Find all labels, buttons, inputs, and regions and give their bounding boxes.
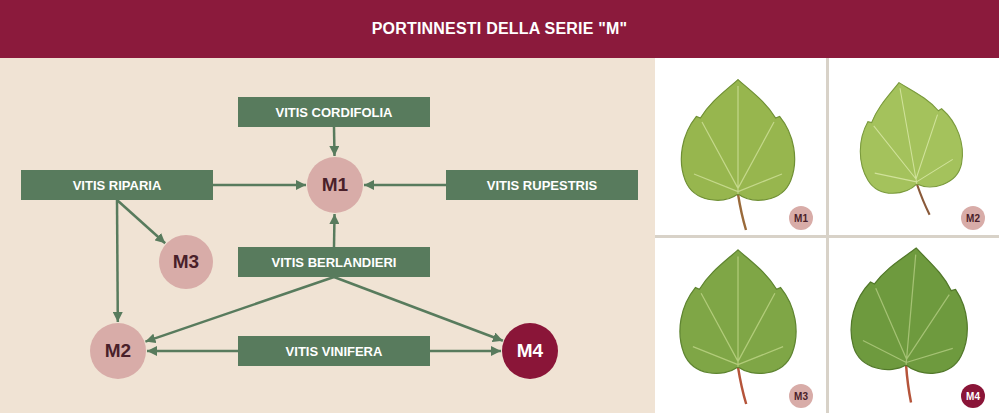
rootstock-label: M3 xyxy=(794,391,808,402)
cross-arrow xyxy=(333,127,336,156)
cross-arrow xyxy=(334,277,503,341)
circle-fill xyxy=(90,323,146,379)
cross-arrow xyxy=(145,277,334,342)
circle-fill xyxy=(307,157,363,213)
rootstock-label: M1 xyxy=(322,174,348,196)
leaf-m2 xyxy=(849,74,973,225)
title-bar: PORTINNESTI DELLA SERIE "M" xyxy=(0,0,999,58)
rootstock-circle: M1 xyxy=(307,157,363,213)
leaf-badge: M2 xyxy=(961,206,985,230)
species-box: VITIS RIPARIA xyxy=(21,170,213,200)
cross-arrow xyxy=(116,200,119,322)
rootstock-label: M3 xyxy=(173,251,199,273)
rootstock-label: M4 xyxy=(966,391,980,402)
photo-panel xyxy=(655,58,999,413)
leaf-badge: M3 xyxy=(789,384,813,408)
leaf-m1 xyxy=(681,80,794,230)
species-box: VITIS VINIFERA xyxy=(238,336,430,366)
species-name: VITIS CORDIFOLIA xyxy=(276,105,393,120)
leaf-m4 xyxy=(845,243,974,407)
circle-fill xyxy=(789,384,813,408)
cross-arrow xyxy=(364,184,446,187)
rootstock-label: M2 xyxy=(105,340,131,362)
species-name: VITIS RUPESTRIS xyxy=(487,178,598,193)
leaf-badge: M4 xyxy=(961,384,985,408)
rootstock-label: M2 xyxy=(966,213,980,224)
species-name: VITIS VINIFERA xyxy=(286,344,383,359)
rootstock-label: M4 xyxy=(517,340,543,362)
cross-arrow xyxy=(430,350,501,353)
circle-fill xyxy=(502,323,558,379)
circle-fill xyxy=(159,235,213,289)
species-box: VITIS RUPESTRIS xyxy=(446,170,638,200)
circle-fill xyxy=(961,384,985,408)
cross-arrow xyxy=(117,200,165,243)
species-name: VITIS RIPARIA xyxy=(73,178,162,193)
cross-arrow xyxy=(147,350,238,353)
cross-arrow xyxy=(213,184,306,187)
rootstock-label: M1 xyxy=(794,213,808,224)
photo-divider xyxy=(655,235,999,238)
leaf-m3 xyxy=(680,250,796,404)
title-text: PORTINNESTI DELLA SERIE "M" xyxy=(372,20,628,38)
rootstock-circle: M3 xyxy=(159,235,213,289)
species-name: VITIS BERLANDIERI xyxy=(272,255,397,270)
species-box: VITIS CORDIFOLIA xyxy=(238,97,430,127)
cross-arrow xyxy=(333,214,336,247)
rootstock-circle: M2 xyxy=(90,323,146,379)
species-box: VITIS BERLANDIERI xyxy=(238,247,430,277)
leaf-badge: M1 xyxy=(789,206,813,230)
circle-fill xyxy=(789,206,813,230)
rootstock-circle: M4 xyxy=(502,323,558,379)
circle-fill xyxy=(961,206,985,230)
